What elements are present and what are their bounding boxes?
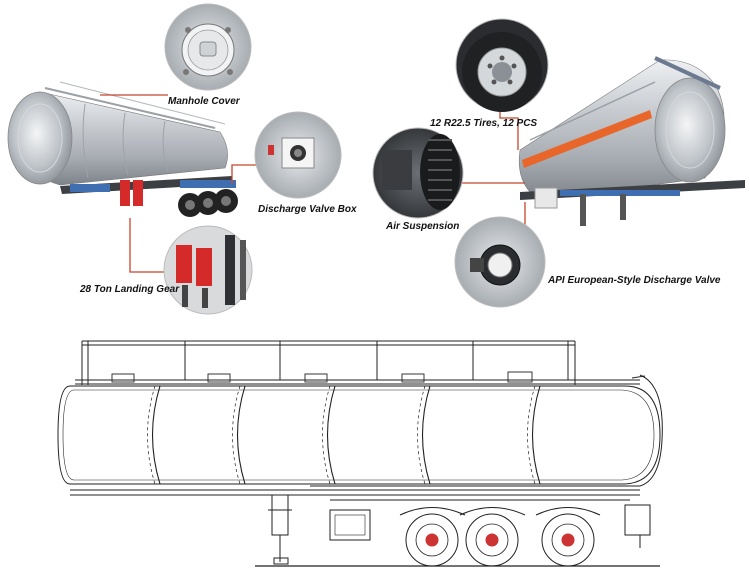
left-trailer-photo <box>7 81 238 217</box>
wheels-drawing <box>399 507 601 567</box>
label-air-suspension: Air Suspension <box>385 221 459 232</box>
label-discharge-valve-box: Discharge Valve Box <box>258 204 357 215</box>
compartment-baffles <box>147 385 541 485</box>
manhole-cover-photo <box>164 3 252 91</box>
manhole-domes <box>111 371 533 383</box>
label-discharge-valve: API European-Style Discharge Valve <box>547 275 721 286</box>
toolbox-drawing <box>329 509 371 541</box>
technical-drawing <box>57 340 663 567</box>
tire-photo <box>455 18 549 112</box>
valve-box-photo <box>254 111 342 199</box>
label-manhole-cover: Manhole Cover <box>168 96 241 107</box>
leader-lines <box>100 90 526 273</box>
leader-valve-box <box>231 164 258 184</box>
air-suspension-photo <box>372 127 464 219</box>
landing-gear-photo <box>163 225 253 315</box>
tank-shell <box>57 374 663 487</box>
label-tires: 12 R22.5 Tires, 12 PCS <box>430 118 537 129</box>
right-trailer-photo <box>518 56 745 226</box>
label-landing-gear: 28 Ton Landing Gear <box>79 284 180 295</box>
leader-landing-gear <box>129 218 168 273</box>
handrail <box>81 340 576 385</box>
chassis-frame <box>70 485 640 501</box>
discharge-valve-photo <box>454 216 546 308</box>
landing-gear-drawing <box>268 494 292 565</box>
rear-bumper-drawing <box>624 504 651 536</box>
